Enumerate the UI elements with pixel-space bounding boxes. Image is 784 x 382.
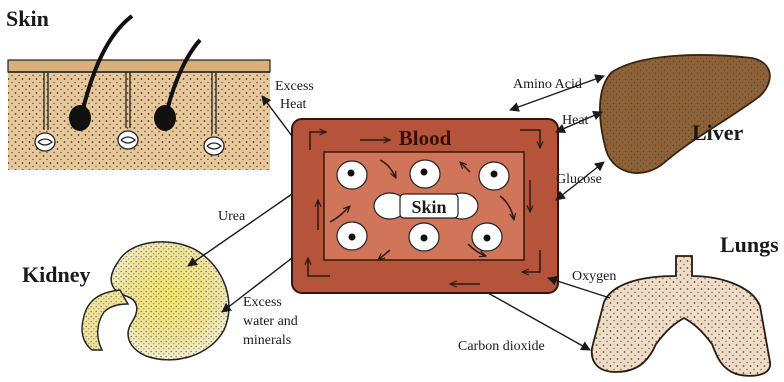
label-heat: Heat (562, 113, 589, 128)
label-oxygen: Oxygen (572, 269, 616, 284)
liver-illustration: Liver (600, 55, 770, 173)
label-excess-heat-1: Excess (275, 79, 314, 94)
blood-title: Blood (399, 126, 452, 150)
skin-cell-label: Skin (411, 197, 446, 217)
skin-epidermis (8, 60, 270, 72)
label-excess-heat-2: Heat (280, 97, 307, 112)
organ-label-kidney: Kidney (22, 262, 90, 287)
label-glucose: Glucose (556, 172, 602, 187)
label-excess-water-2: water and (243, 314, 298, 329)
label-urea: Urea (218, 209, 246, 224)
label-amino-acid: Amino Acid (513, 77, 582, 92)
label-carbon-dioxide: Carbon dioxide (458, 339, 545, 354)
label-excess-water-3: minerals (243, 333, 291, 348)
hair-follicle (69, 105, 91, 131)
blood-box: Blood Skin (292, 119, 558, 293)
label-excess-water-1: Excess (243, 295, 282, 310)
arrow-urea (188, 194, 292, 266)
organ-label-liver: Liver (692, 120, 744, 145)
hair-follicle (154, 105, 176, 131)
lungs-illustration: Lungs (592, 232, 779, 376)
skin-illustration: Skin (6, 6, 270, 170)
organ-label-lungs: Lungs (720, 232, 779, 257)
organ-label-skin: Skin (6, 6, 49, 31)
